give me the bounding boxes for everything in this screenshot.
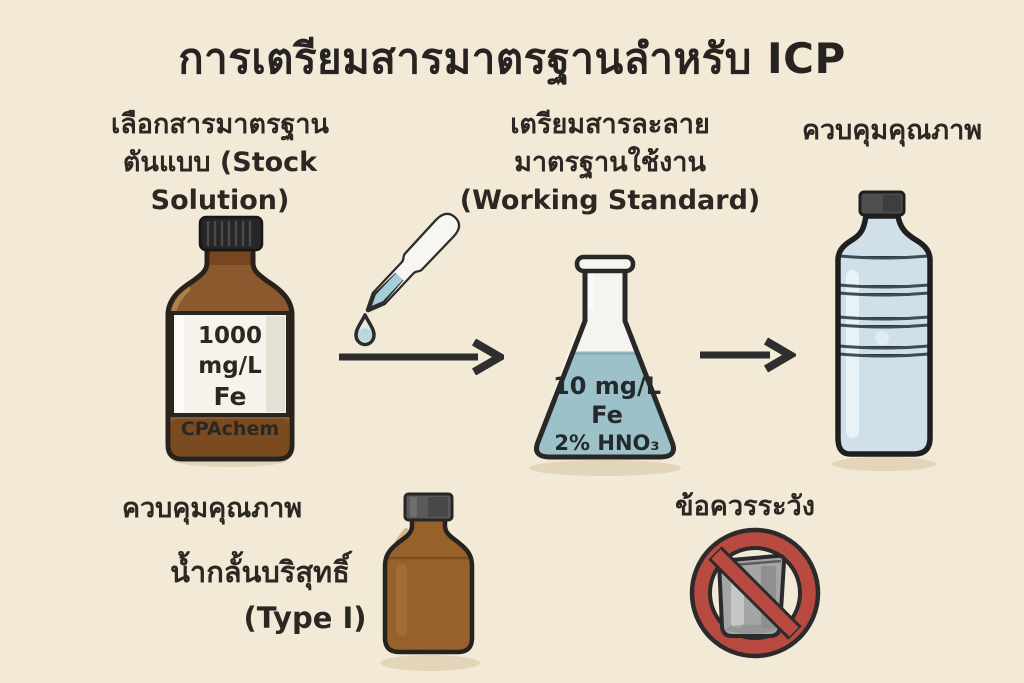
working-matrix: 2% HNO₃ <box>554 431 660 455</box>
qc-heading-top: ควบคุมคุณภาพ <box>801 115 983 146</box>
liquid-drop-icon <box>354 313 376 347</box>
stock-heading-line1: เลือกสารมาตรฐาน <box>111 109 329 140</box>
water-name: น้ำกลั้นบริสุทธิ์ <box>170 555 350 589</box>
amber-reagent-bottle-icon <box>165 215 295 467</box>
working-heading: เตรียมสารละลาย มาตรฐานใช้งาน (Working St… <box>450 106 770 220</box>
flask-label: 10 mg/L Fe 2% HNO₃ <box>540 372 674 457</box>
page-title: การเตรียมสารมาตรฐานลำหรับ ICP <box>178 34 846 83</box>
stock-heading: เลือกสารมาตรฐาน ตันแบบ (Stock Solution) <box>50 106 390 220</box>
erlenmeyer-flask-icon <box>529 254 681 476</box>
arrow-right-icon <box>339 339 504 375</box>
stock-brand: CPAchem <box>180 418 280 440</box>
working-heading-line2: มาตรฐานใช้งาน <box>514 147 706 178</box>
dropper-pipette-icon <box>354 212 461 347</box>
stock-bottle-label: 1000 mg/L Fe CPAchem <box>172 321 288 442</box>
caution-heading: ข้อควรระวัง <box>675 491 815 522</box>
working-concentration: 10 mg/L <box>553 372 661 400</box>
stock-heading-line2: ตันแบบ (Stock Solution) <box>122 147 318 216</box>
working-element: Fe <box>591 401 623 429</box>
working-heading-line3: (Working Standard) <box>459 185 761 216</box>
working-heading-line1: เตรียมสารละลาย <box>510 109 710 140</box>
arrow-right-icon <box>700 337 796 373</box>
qc-heading-bottom: ควบคุมคุณภาพ <box>121 493 303 524</box>
no-beaker-prohibition-icon <box>689 527 821 659</box>
water-type: (Type I) <box>243 601 367 635</box>
stock-element: Fe <box>213 382 247 411</box>
small-amber-bottle-icon <box>380 492 480 671</box>
plastic-water-bottle-icon <box>832 190 936 471</box>
stock-concentration: 1000 mg/L <box>197 323 262 379</box>
